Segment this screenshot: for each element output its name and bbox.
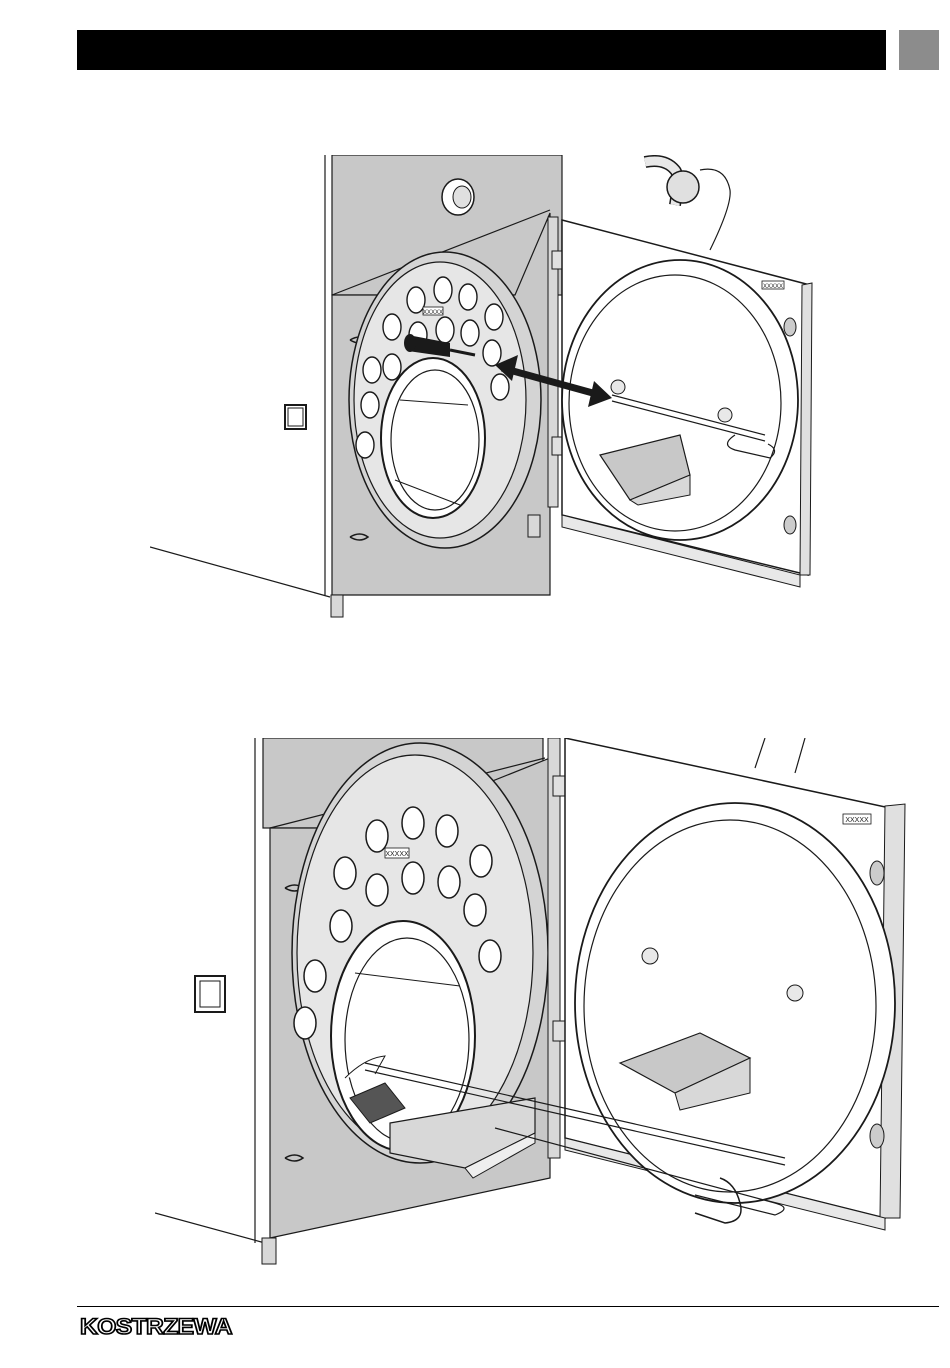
figure-door-open-arrow: XXXXX XXXXX [150,155,850,655]
figure-cleaning-rod-inserted: XXXXX XXXXX [155,738,917,1283]
boiler-illustration-1: XXXXX XXXXX [150,155,850,655]
boiler-illustration-2: XXXXX XXXXX [155,738,917,1283]
door-badge-text: XXXXX [423,310,443,316]
header-bar [77,30,886,70]
kostrzewa-logo-mark: KOSTRZEWA [78,1313,238,1339]
header-section-tab [899,30,939,70]
logo-text: KOSTRZEWA [80,1314,233,1339]
panel-badge-text: XXXXX [763,284,783,290]
footer-rule [77,1306,939,1307]
kostrzewa-logo: KOSTRZEWA [78,1313,238,1339]
door-badge-text: XXXXX [385,851,409,858]
panel-badge-text: XXXXX [845,817,869,824]
